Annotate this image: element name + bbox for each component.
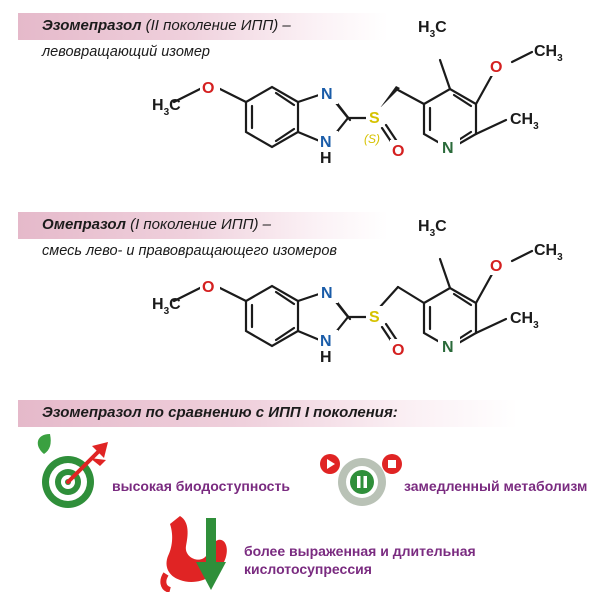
sulfoxide-oxygen-label: O (392, 143, 404, 160)
section1-band (18, 13, 388, 40)
benefit-acid-line1: более выраженная и длительная (244, 543, 476, 559)
comparison-title: Эзомепразол по сравнению с ИПП I поколен… (42, 404, 398, 421)
svg-text:CH3: CH3 (534, 43, 563, 64)
stereo-label: (S) (364, 132, 380, 146)
benefit-acid-line2: кислотосупрессия (244, 561, 372, 577)
svg-text:H: H (320, 349, 332, 366)
nitrogen-label: N (321, 86, 333, 103)
svg-text:O: O (202, 279, 214, 296)
nh-label: N (320, 134, 332, 151)
section1-subtitle: левовращающий изомер (42, 44, 210, 60)
svg-text:H3C: H3C (152, 97, 181, 118)
section2-band (18, 212, 388, 239)
svg-text:H3C: H3C (152, 296, 181, 317)
esomeprazole-generation: (II поколение ИПП) – (141, 17, 291, 34)
oxygen-label: O (202, 80, 214, 97)
target-icon (37, 434, 108, 508)
svg-text:N: N (442, 339, 454, 356)
stomach-acid-icon (160, 516, 227, 592)
svg-text:H3C: H3C (418, 218, 447, 239)
omeprazole-name: Омепразол (42, 216, 126, 233)
esomeprazole-name: Эзомепразол (42, 17, 142, 34)
sulfur-label: S (369, 110, 380, 127)
svg-text:S: S (369, 309, 380, 326)
benefit-bioavailability: высокая биодоступность (112, 478, 290, 494)
svg-text:H: H (320, 150, 332, 167)
benefit-acid-suppression: более выраженная и длительная кислотосуп… (244, 542, 476, 578)
svg-text:H3C: H3C (418, 19, 447, 40)
esomeprazole-structure: H3C O N N H S (S) O N O H3C CH3 CH3 (152, 19, 563, 167)
svg-text:O: O (490, 258, 502, 275)
comparison-band (18, 400, 518, 427)
svg-text:CH3: CH3 (534, 242, 563, 263)
svg-text:CH3: CH3 (510, 111, 539, 132)
svg-text:O: O (392, 342, 404, 359)
omeprazole-generation: (I поколение ИПП) – (125, 216, 271, 233)
svg-text:N: N (320, 333, 332, 350)
svg-text:N: N (321, 285, 333, 302)
h3c-label: H (152, 97, 164, 114)
svg-text:CH3: CH3 (510, 310, 539, 331)
section1-heading: Эзомепразол (II поколение ИПП) – (42, 17, 291, 34)
svg-text:O: O (490, 59, 502, 76)
metabolism-icon (320, 454, 402, 506)
benefit-metabolism: замедленный метаболизм (404, 478, 588, 494)
section2-heading: Омепразол (I поколение ИПП) – (42, 216, 271, 233)
omeprazole-structure: H3C O N N H S O N O H3C CH3 CH3 (152, 218, 563, 366)
pyridine-nitrogen-label: N (442, 140, 454, 157)
section2-subtitle: смесь лево- и правовращающего изомеров (42, 243, 337, 259)
